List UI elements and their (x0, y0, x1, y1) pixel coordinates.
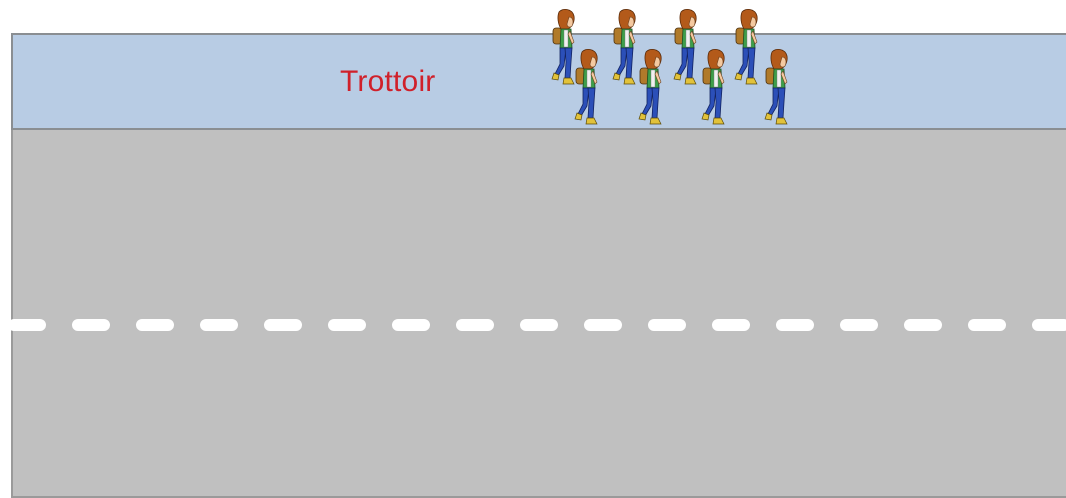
pedestrian-icon (638, 48, 662, 125)
pedestrian-icon (701, 48, 725, 125)
road (11, 130, 1066, 498)
sidewalk-label: Trottoir (340, 65, 436, 98)
pedestrian-icon (673, 8, 697, 85)
pedestrian-icon (734, 8, 758, 85)
pedestrian-icon (764, 48, 788, 125)
sidewalk (11, 33, 1066, 130)
pedestrian-icon (574, 48, 598, 125)
road-center-line (8, 319, 1066, 331)
